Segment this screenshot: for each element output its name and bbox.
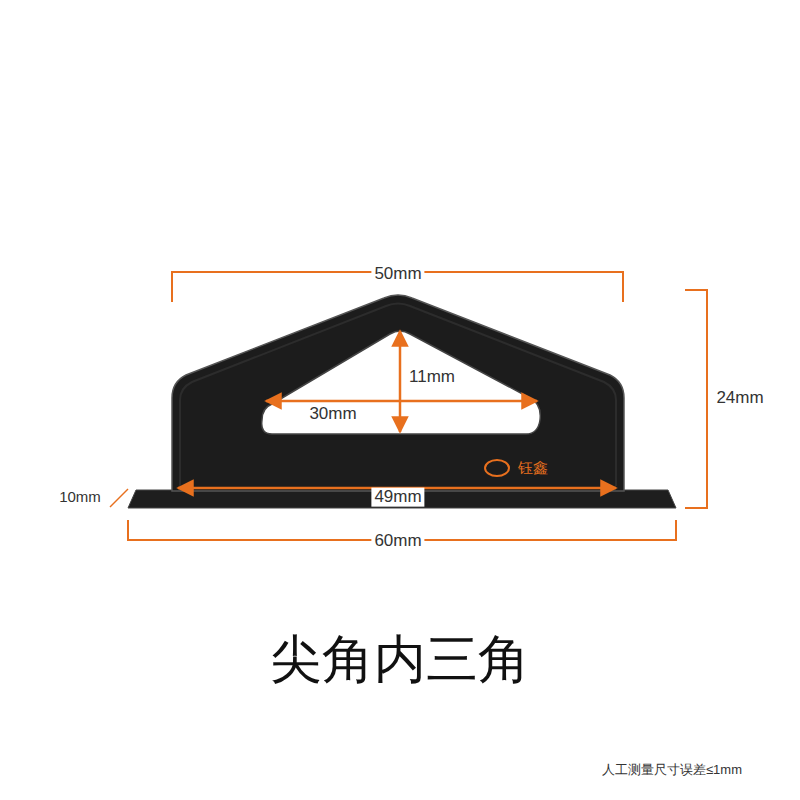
dimension-label: 10mm (56, 489, 104, 506)
triangle-hole (262, 331, 541, 434)
body-edge (180, 304, 616, 487)
dimension-label: 50mm (371, 265, 424, 284)
dimension-arrow (266, 400, 537, 403)
watermark: 钰鑫 (515, 460, 551, 477)
dimension-bracket (685, 290, 707, 508)
dimension-label: 24mm (713, 389, 766, 408)
dimension-label: 49mm (371, 488, 424, 507)
dimension-label: 30mm (306, 405, 359, 424)
dimension-label: 11mm (406, 368, 458, 387)
note: 人工测量尺寸误差≤1mm (599, 763, 745, 777)
bracket-body (172, 295, 624, 491)
title: 尖角内三角 (267, 631, 533, 688)
dimension-label: 60mm (371, 532, 424, 551)
dimension-arrow (399, 331, 402, 432)
leader-line (110, 489, 128, 507)
logo-mark (485, 460, 509, 476)
